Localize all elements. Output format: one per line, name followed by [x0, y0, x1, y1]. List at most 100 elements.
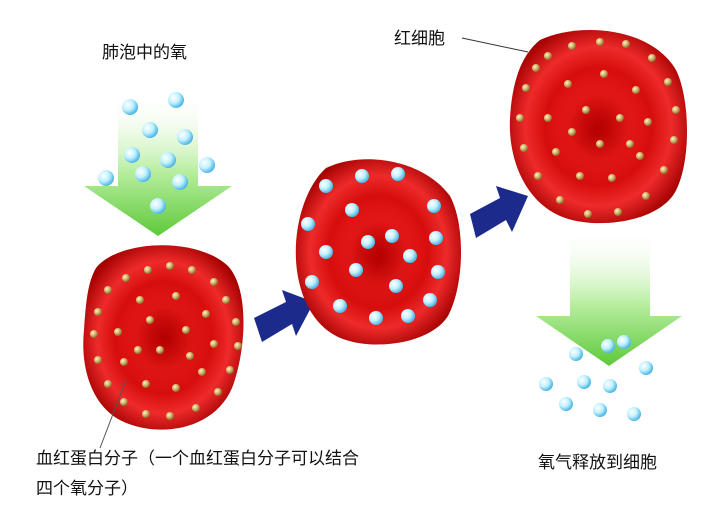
- hemoglobin-molecule: [104, 286, 112, 294]
- arrow-down-out: [536, 228, 682, 366]
- oxygen-molecule: [124, 147, 140, 163]
- oxygen-molecule: [168, 92, 184, 108]
- label-hemoglobin-line2: 四个氧分子）: [36, 479, 138, 499]
- hemoglobin-molecule: [556, 196, 564, 204]
- hemoglobin-molecule: [532, 64, 540, 72]
- oxygen-molecule: [135, 166, 151, 182]
- oxygen-molecule: [305, 275, 319, 289]
- oxygen-molecule: [423, 293, 437, 307]
- hemoglobin-molecule: [232, 318, 240, 326]
- oxygen-molecule: [569, 347, 583, 361]
- label-red-blood-cell: 红细胞: [394, 29, 445, 49]
- hemoglobin-molecule: [664, 78, 672, 86]
- hemoglobin-molecule: [600, 70, 608, 78]
- oxygen-molecule: [539, 377, 553, 391]
- hemoglobin-molecule: [642, 192, 650, 200]
- hemoglobin-molecule: [90, 330, 98, 338]
- hemoglobin-molecule: [192, 404, 200, 412]
- hemoglobin-molecule: [186, 352, 194, 360]
- label-alveolar-oxygen: 肺泡中的氧: [102, 43, 187, 63]
- hemoglobin-molecule: [522, 84, 530, 92]
- hemoglobin-molecule: [182, 326, 190, 334]
- oxygen-molecule: [403, 249, 417, 263]
- oxygen-molecule: [617, 335, 631, 349]
- oxygen-molecule: [355, 169, 369, 183]
- hemoglobin-molecule: [136, 296, 144, 304]
- hemoglobin-molecule: [544, 52, 552, 60]
- hemoglobin-molecule: [134, 346, 142, 354]
- oxygen-molecule: [160, 152, 176, 168]
- hemoglobin-molecule: [584, 210, 592, 218]
- hemoglobin-molecule: [198, 368, 206, 376]
- oxygen-molecule: [603, 379, 617, 393]
- hemoglobin-molecule: [142, 410, 150, 418]
- arrow-right-1: [254, 290, 314, 342]
- oxygen-molecule: [431, 265, 445, 279]
- hemoglobin-molecule: [120, 398, 128, 406]
- oxygen-molecule: [391, 167, 405, 181]
- hemoglobin-molecule: [214, 388, 222, 396]
- hemoglobin-molecule: [114, 328, 122, 336]
- hemoglobin-molecule: [172, 292, 180, 300]
- oxygen-molecule: [593, 403, 607, 417]
- hemoglobin-molecule: [544, 114, 552, 122]
- oxygen-molecule: [150, 198, 166, 214]
- hemoglobin-molecule: [202, 310, 210, 318]
- hemoglobin-molecule: [636, 152, 644, 160]
- oxygen-molecule: [199, 157, 215, 173]
- hemoglobin-molecule: [104, 380, 112, 388]
- hemoglobin-molecule: [564, 80, 572, 88]
- hemoglobin-molecule: [172, 384, 180, 392]
- hemoglobin-molecule: [614, 208, 622, 216]
- hemoglobin-molecule: [122, 274, 130, 282]
- oxygen-molecule: [385, 229, 399, 243]
- oxygen-molecule: [319, 179, 333, 193]
- hemoglobin-molecule: [166, 262, 174, 270]
- hemoglobin-molecule: [596, 140, 604, 148]
- hemoglobin-molecule: [188, 266, 196, 274]
- hemoglobin-molecule: [520, 144, 528, 152]
- oxygen-molecule: [369, 311, 383, 325]
- oxygen-molecule: [301, 217, 315, 231]
- rbc-pointer-line: [461, 37, 529, 53]
- label-oxygen-release: 氧气释放到细胞: [538, 453, 657, 473]
- hemoglobin-molecule: [166, 412, 174, 420]
- hemoglobin-molecule: [616, 114, 624, 122]
- red-blood-cell-1: [83, 245, 244, 430]
- hemoglobin-pointer-line: [99, 379, 127, 449]
- hemoglobin-molecule: [644, 118, 652, 126]
- hemoglobin-molecule: [222, 296, 230, 304]
- oxygen-molecule: [627, 407, 641, 421]
- hemoglobin-molecule: [156, 346, 164, 354]
- oxygen-molecule: [601, 339, 615, 353]
- hemoglobin-molecule: [568, 128, 576, 136]
- oxygen-molecule: [639, 361, 653, 375]
- oxygen-molecule: [319, 245, 333, 259]
- arrow-right-2: [470, 186, 528, 238]
- oxygen-molecule: [389, 279, 403, 293]
- arrow-down-in: [84, 92, 232, 236]
- hemoglobin-molecule: [582, 106, 590, 114]
- hemoglobin-molecule: [534, 172, 542, 180]
- hemoglobin-molecule: [552, 148, 560, 156]
- oxygen-molecule: [577, 375, 591, 389]
- hemoglobin-molecule: [234, 342, 242, 350]
- hemoglobin-molecule: [672, 106, 680, 114]
- hemoglobin-molecule: [142, 380, 150, 388]
- hemoglobin-molecule: [210, 340, 218, 348]
- hemoglobin-molecule: [622, 40, 630, 48]
- oxygen-molecule: [401, 309, 415, 323]
- hemoglobin-molecule: [632, 86, 640, 94]
- oxygen-molecule: [559, 397, 573, 411]
- oxygen-molecule: [98, 170, 114, 186]
- hemoglobin-molecule: [210, 278, 218, 286]
- label-hemoglobin-line1: 血红蛋白分子（一个血红蛋白分子可以结合: [36, 449, 359, 469]
- oxygen-molecule: [427, 199, 441, 213]
- oxygen-molecule: [345, 203, 359, 217]
- hemoglobin-molecule: [94, 308, 102, 316]
- oxygen-molecule: [142, 122, 158, 138]
- hemoglobin-molecule: [226, 366, 234, 374]
- hemoglobin-molecule: [94, 356, 102, 364]
- oxygen-molecule: [333, 299, 347, 313]
- hemoglobin-molecule: [626, 140, 634, 148]
